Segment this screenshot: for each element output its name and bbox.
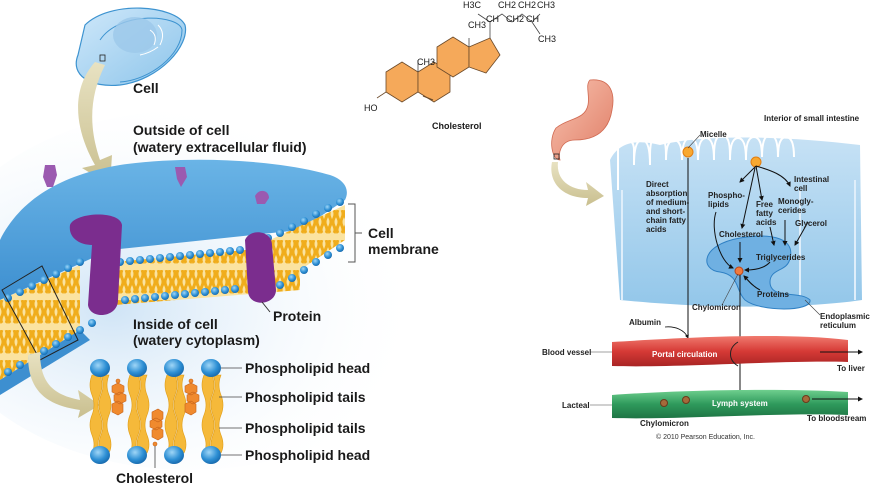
- cholesterol-structure: [376, 13, 541, 103]
- portal-circulation-label: Portal circulation: [652, 350, 718, 359]
- direct-absorption-line: Direct: [646, 180, 669, 189]
- formula-ch-b: CH: [526, 14, 539, 24]
- blood-vessel: [612, 336, 863, 367]
- triglycerides-label: Triglycerides: [756, 253, 806, 262]
- formula-ch2-b: CH2: [518, 0, 537, 10]
- free-fatty-acids-line: acids: [756, 218, 777, 227]
- chylomicron-lymph-label: Chylomicron: [640, 419, 689, 428]
- glycerol-label: Glycerol: [795, 219, 828, 228]
- surface-protein-2: [175, 167, 187, 187]
- formula-ch: CH: [486, 14, 499, 24]
- lacteal-label: Lacteal: [562, 401, 590, 410]
- proteins-label: Proteins: [757, 290, 790, 299]
- hydroxyl-label: HO: [364, 103, 378, 113]
- phospholipid-detail: [89, 359, 242, 468]
- endoplasmic-reticulum-line: Endoplasmic: [820, 312, 870, 321]
- transmembrane-protein-2: [245, 232, 276, 303]
- phospholipids-label: Phospho- lipids: [708, 191, 745, 209]
- endoplasmic-reticulum-shape: [706, 235, 811, 310]
- micelle-1: [682, 146, 694, 158]
- interior-small-intestine-label: Interior of small intestine: [764, 114, 860, 123]
- direct-absorption-label: Direct absorption of medium- and short- …: [646, 180, 689, 234]
- cell-membrane-illustration: [0, 159, 362, 395]
- protein-leader-line: [261, 301, 271, 313]
- membrane-zoom-box: [1, 265, 79, 361]
- direct-absorption-line: of medium-: [646, 198, 690, 207]
- phospholipid-head: [127, 359, 147, 377]
- detail-leader-lines: [219, 367, 242, 456]
- phospholipid-head: [127, 446, 147, 464]
- to-bloodstream-label: To bloodstream: [807, 414, 867, 423]
- micelle-2: [750, 156, 762, 168]
- chylomicron-dot: [734, 266, 744, 276]
- formula-ch3-ring: CH3: [468, 20, 487, 30]
- protein-label: Protein: [273, 308, 322, 324]
- outside-cell-label: Outside of cell: [133, 122, 230, 138]
- intestinal-cell-line: cell: [794, 184, 808, 193]
- inside-cell-sublabel: (watery cytoplasm): [133, 332, 260, 348]
- direct-absorption-line: and short-: [646, 207, 686, 216]
- phospholipid-head: [90, 359, 110, 377]
- copyright-notice: © 2010 Pearson Education, Inc.: [656, 434, 755, 441]
- lymph-system-label: Lymph system: [712, 399, 768, 408]
- surface-protein-3: [255, 190, 269, 204]
- to-liver-label: To liver: [837, 364, 865, 373]
- outside-cell-sublabel: (watery extracellular fluid): [133, 139, 307, 155]
- intestinal-wall: [610, 133, 862, 310]
- cell-zoom-box: [99, 54, 106, 62]
- monoglycerides-label: Monogly- cerides: [778, 197, 814, 215]
- cell-membrane-label-2: membrane: [368, 241, 439, 257]
- cell-label: Cell: [133, 80, 159, 96]
- phospholipids-line: Phospho-: [708, 191, 745, 200]
- cholesterol-intestine-label: Cholesterol: [719, 230, 764, 239]
- endoplasmic-reticulum-label: Endoplasmic reticulum: [820, 312, 870, 330]
- cholesterol-detail-label: Cholesterol: [116, 470, 194, 486]
- zoom-arrow-2: [28, 352, 100, 418]
- phospholipid-head: [164, 446, 184, 464]
- phospholipid-head: [201, 359, 221, 377]
- cholesterol-molecules: [111, 378, 200, 447]
- chylomicron-label: Chylomicron: [692, 303, 741, 312]
- inside-cell-label: Inside of cell: [133, 316, 218, 332]
- intestinal-cell-label: Intestinal cell: [794, 175, 829, 193]
- intestinal-cell-line: Intestinal: [794, 175, 830, 184]
- free-fatty-acids-line: Free: [756, 200, 773, 209]
- cholesterol-structure-title: Cholesterol: [432, 121, 482, 131]
- cell-membrane-label: Cell: [368, 225, 394, 241]
- formula-ch3-ring-2: CH3: [417, 57, 436, 67]
- blood-vessel-label: Blood vessel: [542, 348, 592, 357]
- phospholipids-line: lipids: [708, 200, 729, 209]
- phospholipid-head-label-bottom: Phospholipid head: [245, 447, 371, 463]
- surface-protein-1: [43, 165, 57, 187]
- free-fatty-acids-label: Free fatty acids: [756, 200, 776, 227]
- formula-ch3-end: CH3: [537, 0, 556, 10]
- formula-ch2-a: CH2: [498, 0, 517, 10]
- direct-absorption-line: chain fatty: [646, 216, 687, 225]
- phospholipid-head-label-top: Phospholipid head: [245, 360, 371, 376]
- membrane-bracket: [348, 203, 362, 263]
- formula-ch3-bottom: CH3: [538, 34, 557, 44]
- endoplasmic-reticulum-line: reticulum: [820, 321, 857, 330]
- lymph-vessel: [612, 389, 863, 419]
- transmembrane-protein-1: [69, 214, 122, 316]
- phospholipid-tails-label-bottom: Phospholipid tails: [245, 420, 366, 436]
- stomach-zoom-box: [553, 153, 560, 160]
- phospholipid-head: [90, 446, 110, 464]
- direct-absorption-line: absorption: [646, 189, 688, 198]
- formula-h3c: H3C: [463, 0, 482, 10]
- phospholipid-head: [164, 359, 184, 377]
- free-fatty-acids-line: fatty: [756, 209, 773, 218]
- zoom-arrow-3: [551, 162, 604, 206]
- micelle-label: Micelle: [700, 130, 727, 139]
- zoom-arrow-1: [78, 62, 112, 185]
- monoglycerides-line: Monogly-: [778, 197, 814, 206]
- phospholipid-tails-label-top: Phospholipid tails: [245, 389, 366, 405]
- stomach-illustration: [551, 79, 614, 161]
- direct-absorption-line: acids: [646, 225, 667, 234]
- phospholipid-head: [201, 446, 221, 464]
- monoglycerides-line: cerides: [778, 206, 807, 215]
- albumin-label: Albumin: [629, 318, 661, 327]
- formula-ch2-c: CH2: [506, 14, 525, 24]
